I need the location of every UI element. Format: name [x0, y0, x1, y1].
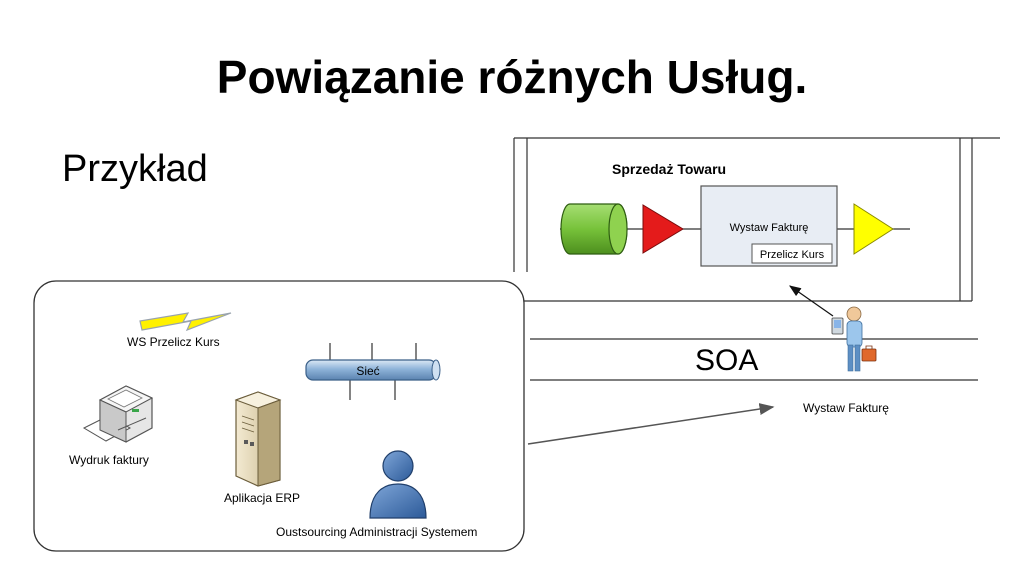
soa-label: SOA [695, 344, 758, 377]
printer-label: Wydruk faktury [69, 453, 149, 467]
arrow-to-soa-service [527, 403, 775, 445]
slide-title: Powiązanie różnych Usług. [216, 51, 808, 103]
subtask-label: Przelicz Kurs [760, 249, 825, 261]
arrow-to-subtask [789, 285, 834, 317]
service-consumer-person-icon [831, 306, 877, 372]
invoice-task-label: Wystaw Fakturę [730, 222, 809, 234]
process-diagram: Sprzedaż Towaru Wystaw Fakturę Przelicz … [513, 137, 1000, 414]
ws-label: WS Przelicz Kurs [127, 335, 220, 349]
red-gateway-triangle [642, 204, 684, 254]
printer-icon [82, 385, 154, 443]
lightning-bolt-icon [139, 312, 232, 332]
slide-subtitle: Przykład [62, 148, 208, 190]
soa-service-label: Wystaw Fakturę [803, 401, 889, 415]
administrator-person-icon [369, 450, 427, 519]
network-pipe-icon [305, 343, 441, 400]
start-event-cylinder [560, 203, 628, 255]
erp-label: Aplikacja ERP [224, 491, 300, 505]
process-title: Sprzedaż Towaru [612, 161, 726, 177]
erp-server-icon [234, 391, 282, 487]
subtask-box [751, 243, 833, 264]
network-label: Sieć [356, 364, 379, 378]
yellow-gateway-triangle [853, 203, 894, 255]
outsourcing-label: Oustsourcing Administracji Systemem [276, 525, 477, 539]
soa-band: SOA Wystaw Fakturę [530, 338, 978, 415]
